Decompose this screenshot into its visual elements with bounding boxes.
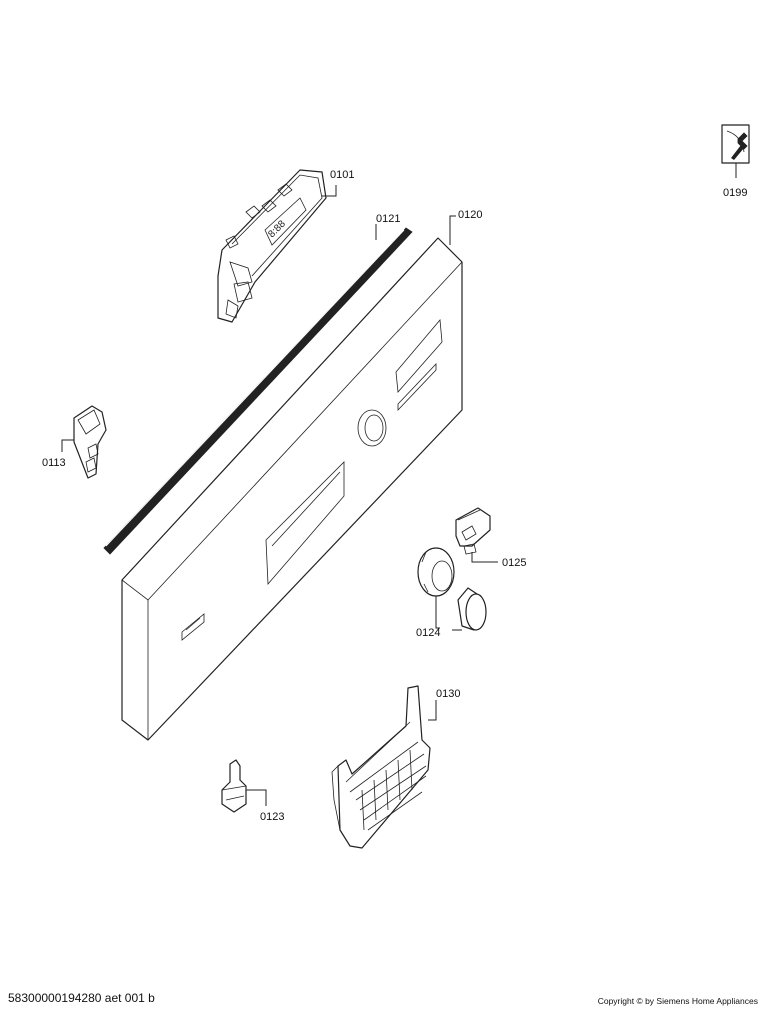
label-0101: 0101 xyxy=(330,169,354,181)
wrench-icon xyxy=(721,124,750,164)
label-0125: 0125 xyxy=(502,557,526,569)
part-0113-latch xyxy=(73,405,107,479)
part-0125-switch xyxy=(455,507,491,555)
label-0121: 0121 xyxy=(376,213,400,225)
label-0123: 0123 xyxy=(260,811,284,823)
label-0120: 0120 xyxy=(458,209,482,221)
part-0120-control-panel xyxy=(121,237,463,741)
label-0130: 0130 xyxy=(436,688,460,700)
document-id: 58300000194280 aet 001 b xyxy=(8,991,155,1005)
part-0130-bracket xyxy=(331,685,431,849)
label-0124: 0124 xyxy=(416,627,440,639)
part-0123-switch xyxy=(221,759,247,813)
copyright-notice: Copyright © by Siemens Home Appliances xyxy=(597,996,758,1006)
part-0124-knob xyxy=(417,547,487,631)
label-0113: 0113 xyxy=(42,457,66,469)
part-0121-seal-strip xyxy=(103,227,413,555)
part-0101-electronic-module: 8:88 xyxy=(217,169,327,323)
label-0199: 0199 xyxy=(723,187,747,199)
